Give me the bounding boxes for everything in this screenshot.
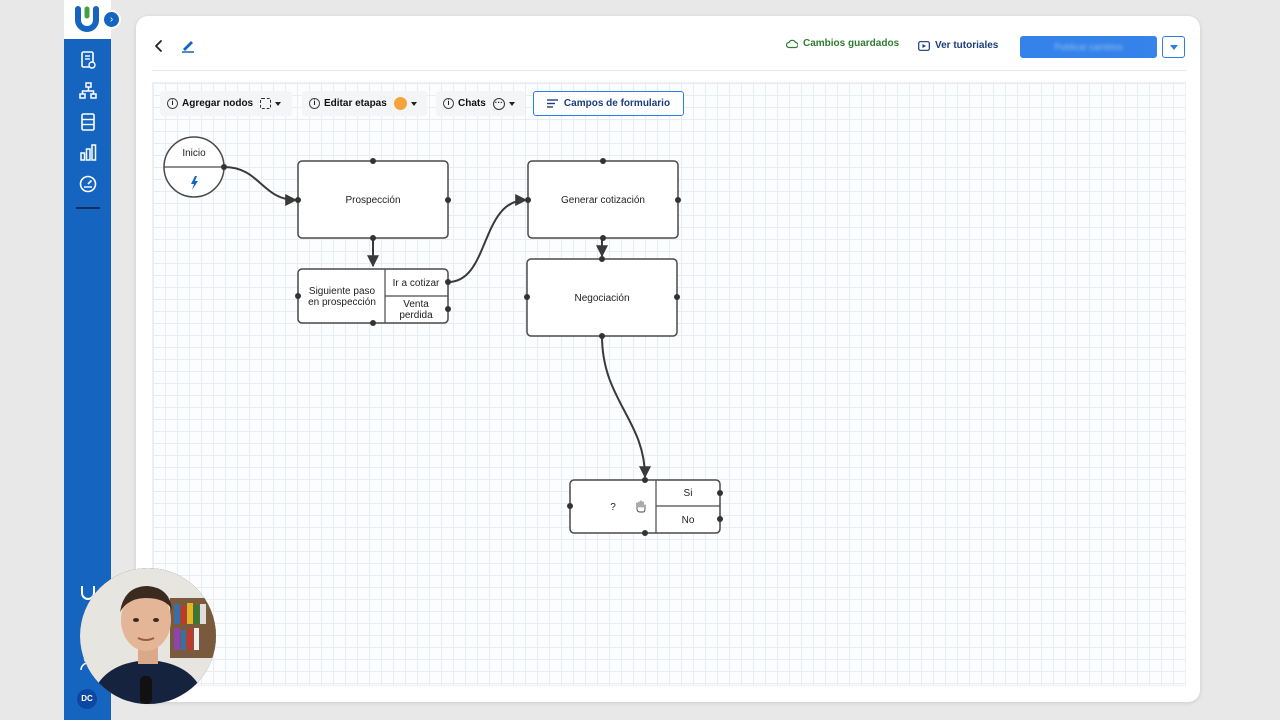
chats-button[interactable]: i Chats ··· bbox=[436, 91, 525, 116]
back-arrow-icon[interactable] bbox=[150, 36, 168, 56]
chevron-down-icon bbox=[410, 101, 417, 106]
edge-negociacion-decision[interactable] bbox=[601, 335, 651, 479]
webcam-overlay bbox=[80, 568, 216, 704]
node-square-icon bbox=[260, 98, 272, 109]
chevron-down-icon bbox=[508, 101, 515, 106]
chat-bubble-icon: ··· bbox=[492, 97, 505, 110]
decision-2-option-no: No bbox=[682, 515, 695, 526]
add-nodes-button[interactable]: i Agregar nodos bbox=[160, 91, 292, 116]
decision-1-line1: Siguiente paso bbox=[309, 286, 376, 297]
sidebar-expand-toggle[interactable]: › bbox=[104, 12, 119, 27]
decision-node-negociacion[interactable]: ? Si No bbox=[567, 477, 723, 536]
start-node[interactable]: Inicio bbox=[163, 136, 227, 198]
edit-stages-label: Editar etapas bbox=[324, 98, 387, 109]
bar-chart-icon[interactable] bbox=[78, 143, 98, 163]
save-status: Cambios guardados bbox=[786, 38, 899, 49]
node-generar-cotizacion-label: Generar cotización bbox=[561, 195, 645, 206]
edge-cotizar-generar[interactable] bbox=[447, 194, 528, 283]
publish-button[interactable]: Publicar cambios bbox=[1020, 36, 1157, 58]
decision-node-prospeccion[interactable]: Siguiente paso en prospección Ir a cotiz… bbox=[295, 268, 451, 326]
node-prospeccion-label: Prospección bbox=[345, 195, 400, 206]
chevron-down-icon bbox=[275, 101, 282, 106]
lightning-icon bbox=[191, 176, 198, 190]
publish-options-dropdown[interactable] bbox=[1162, 36, 1185, 58]
sidebar-divider bbox=[76, 207, 100, 209]
video-icon bbox=[918, 40, 930, 51]
org-chart-icon[interactable] bbox=[78, 81, 98, 101]
list-icon bbox=[546, 99, 558, 108]
node-negociacion-label: Negociación bbox=[574, 293, 629, 304]
edit-pencil-icon[interactable] bbox=[180, 37, 196, 53]
decision-1-line2: en prospección bbox=[308, 297, 376, 308]
save-status-text: Cambios guardados bbox=[803, 38, 900, 49]
node-prospeccion[interactable]: Prospección bbox=[295, 158, 451, 241]
node-negociacion[interactable]: Negociación bbox=[524, 256, 680, 339]
app-logo[interactable] bbox=[64, 0, 111, 39]
node-generar-cotizacion[interactable]: Generar cotización bbox=[525, 158, 681, 241]
hand-cursor-icon bbox=[636, 500, 646, 513]
info-icon: i bbox=[167, 98, 178, 109]
decision-1-option-perdida-l2: perdida bbox=[399, 310, 433, 321]
logo-icon bbox=[75, 6, 99, 32]
publish-label: Publicar cambios bbox=[1054, 42, 1123, 52]
decision-2-question: ? bbox=[610, 502, 616, 513]
add-nodes-label: Agregar nodos bbox=[182, 98, 254, 109]
forms-icon[interactable] bbox=[78, 50, 98, 70]
form-fields-button[interactable]: Campos de formulario bbox=[533, 91, 684, 116]
form-fields-label: Campos de formulario bbox=[563, 98, 671, 109]
info-icon: i bbox=[443, 98, 454, 109]
chats-label: Chats bbox=[458, 98, 486, 109]
database-icon[interactable] bbox=[78, 112, 98, 132]
tutorials-link[interactable]: Ver tutoriales bbox=[918, 40, 998, 51]
stage-color-swatch bbox=[393, 97, 407, 110]
edge-start-prospeccion[interactable] bbox=[223, 166, 298, 206]
gauge-icon[interactable] bbox=[78, 174, 98, 194]
start-label: Inicio bbox=[182, 148, 206, 159]
decision-1-option-cotizar: Ir a cotizar bbox=[393, 278, 440, 289]
cloud-icon bbox=[786, 39, 798, 48]
edit-stages-button[interactable]: i Editar etapas bbox=[302, 91, 427, 116]
presenter-video bbox=[80, 568, 216, 704]
header-divider bbox=[152, 70, 1186, 71]
tutorials-label: Ver tutoriales bbox=[935, 40, 999, 51]
info-icon: i bbox=[309, 98, 320, 109]
user-avatar[interactable]: DC bbox=[77, 689, 97, 709]
decision-2-option-yes: Si bbox=[684, 488, 693, 499]
decision-1-option-perdida-l1: Venta bbox=[403, 299, 429, 310]
